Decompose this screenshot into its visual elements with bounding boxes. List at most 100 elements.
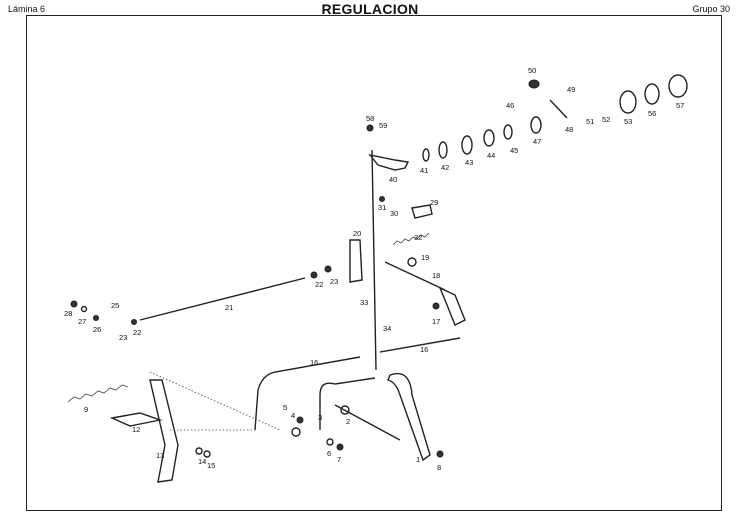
part-label-22: 22 (133, 328, 141, 337)
part-label-29: 29 (430, 198, 438, 207)
part-label-6: 6 (327, 449, 331, 458)
part-label-43: 43 (465, 158, 473, 167)
part-label-49: 49 (567, 85, 575, 94)
part-label-41: 41 (420, 166, 428, 175)
spring-9 (67, 384, 129, 403)
part-label-17: 17 (432, 317, 440, 326)
sheet-number: Lámina 6 (8, 4, 46, 14)
disc-45 (503, 124, 513, 140)
part-label-53: 53 (624, 117, 632, 126)
part-label-58: 58 (366, 114, 374, 123)
part-label-28: 28 (64, 309, 72, 318)
part-label-15: 15 (207, 461, 215, 470)
nut-28 (70, 300, 78, 308)
part-label-21: 21 (225, 303, 233, 312)
part-label-59: 59 (379, 121, 387, 130)
bracket-29 (411, 204, 433, 219)
part-label-3: 3 (318, 413, 322, 422)
nut-31 (379, 196, 385, 202)
part-label-14: 14 (198, 457, 206, 466)
ring-53 (619, 90, 637, 114)
rod-16-right (379, 337, 461, 353)
bolt-26 (93, 315, 99, 321)
bolt-23 (324, 265, 332, 273)
part-label-22: 22 (315, 280, 323, 289)
part-label-32: 32 (414, 233, 422, 242)
part-label-27: 27 (78, 317, 86, 326)
page-title: REGULACION (321, 1, 419, 17)
part-label-2: 2 (346, 417, 350, 426)
drawing-frame (26, 15, 722, 511)
bushing-4 (291, 427, 301, 437)
lever-18 (384, 261, 446, 291)
part-label-50: 50 (528, 66, 536, 75)
link-2 (334, 404, 401, 441)
ring-57 (668, 74, 688, 98)
washer-19 (407, 257, 417, 267)
part-label-7: 7 (337, 455, 341, 464)
disc-44 (483, 129, 495, 147)
part-label-8: 8 (437, 463, 441, 472)
part-label-31: 31 (378, 203, 386, 212)
disc-47 (530, 116, 542, 134)
bushing-2 (340, 405, 350, 415)
part-label-56: 56 (648, 109, 656, 118)
ring-56 (644, 83, 660, 105)
nut-8 (436, 450, 444, 458)
part-label-45: 45 (510, 146, 518, 155)
guide-line (149, 371, 281, 431)
part-label-23: 23 (330, 277, 338, 286)
nut-17 (432, 302, 440, 310)
part-label-18: 18 (432, 271, 440, 280)
washer-6 (326, 438, 334, 446)
rod-16-upper (254, 356, 361, 431)
lever-18-arm (438, 286, 466, 326)
disc-43 (461, 135, 473, 155)
disc-41 (422, 148, 430, 162)
bolt-22b (131, 319, 137, 325)
part-label-34: 34 (383, 324, 391, 333)
part-label-16: 16 (310, 358, 318, 367)
bolt-5 (296, 416, 304, 424)
lever-13 (149, 379, 179, 483)
shaft-21 (139, 277, 306, 321)
pedal-1 (387, 372, 431, 462)
part-label-9: 9 (84, 405, 88, 414)
lever-3 (319, 377, 376, 430)
nut-58 (366, 124, 374, 132)
part-label-16: 16 (420, 345, 428, 354)
group-number: Grupo 30 (692, 4, 730, 14)
part-label-46: 46 (506, 101, 514, 110)
part-label-20: 20 (353, 229, 361, 238)
lever-48 (549, 99, 568, 119)
part-label-4: 4 (291, 411, 295, 420)
part-label-33: 33 (360, 298, 368, 307)
rod-33 (371, 149, 377, 371)
nut-15 (203, 450, 211, 458)
part-label-42: 42 (441, 163, 449, 172)
knob-50 (528, 79, 540, 89)
bracket-12 (109, 412, 163, 427)
nut-22 (310, 271, 318, 279)
part-label-52: 52 (602, 115, 610, 124)
part-label-1: 1 (416, 455, 420, 464)
washer-27 (80, 305, 88, 313)
part-label-48: 48 (565, 125, 573, 134)
washer-14 (195, 447, 203, 455)
part-label-47: 47 (533, 137, 541, 146)
part-label-57: 57 (676, 101, 684, 110)
nut-7 (336, 443, 344, 451)
bracket-20 (349, 239, 363, 283)
part-label-19: 19 (421, 253, 429, 262)
part-label-30: 30 (390, 209, 398, 218)
part-label-51: 51 (586, 117, 594, 126)
part-label-25: 25 (111, 301, 119, 310)
disc-42 (438, 141, 448, 159)
part-label-26: 26 (93, 325, 101, 334)
part-label-23: 23 (119, 333, 127, 342)
part-label-5: 5 (283, 403, 287, 412)
arm-40 (368, 153, 410, 171)
part-label-13: 13 (156, 451, 164, 460)
